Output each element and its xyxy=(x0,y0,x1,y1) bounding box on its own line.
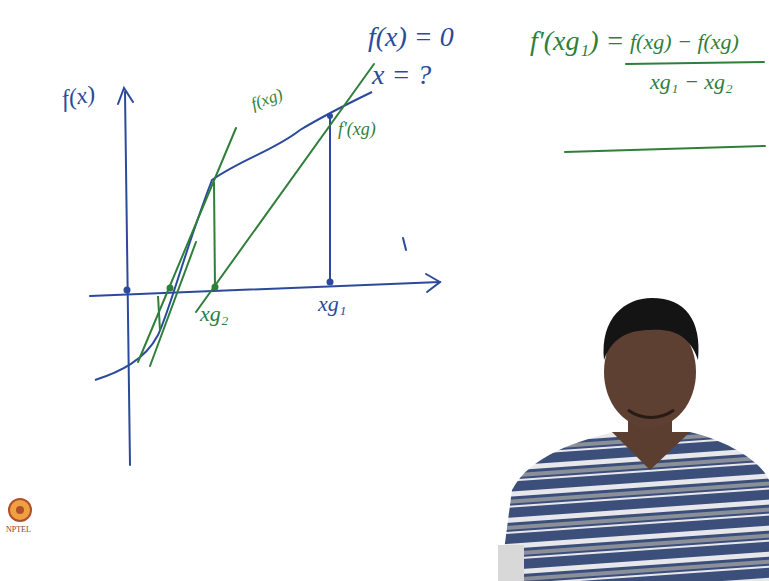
underline xyxy=(565,146,765,152)
hair xyxy=(604,298,699,360)
secant-lines xyxy=(138,62,765,366)
point xyxy=(167,285,174,292)
sketch-label: f(x) = 0 xyxy=(368,22,454,53)
tangent-line xyxy=(196,64,374,312)
sketch-label: xg₁ xyxy=(318,292,346,316)
point xyxy=(124,287,131,294)
tick xyxy=(403,238,406,250)
secant-line xyxy=(138,128,236,362)
sketch-label: xg₂ xyxy=(200,302,228,326)
shirt xyxy=(500,432,769,581)
point xyxy=(327,113,333,119)
sketch-label: x = ? xyxy=(372,60,431,91)
x-axis-arrow xyxy=(426,274,440,292)
sketch-label: NPTEL xyxy=(6,526,31,535)
axes xyxy=(90,88,440,465)
nptel-logo xyxy=(9,499,31,521)
sketch-label: f'(xg₁) = xyxy=(530,26,624,57)
secant-line xyxy=(150,242,196,366)
sketch-label: f(xg) − f(xg) xyxy=(630,30,739,54)
vertical-line xyxy=(329,116,331,281)
y-axis-arrow xyxy=(118,88,133,104)
presenter xyxy=(498,298,769,581)
mic xyxy=(498,545,524,581)
point xyxy=(327,279,334,286)
vertical-line xyxy=(214,182,215,288)
function-curve xyxy=(95,92,372,380)
sketch-label: f'(xg) xyxy=(338,120,376,140)
sketch-label: f(xg) xyxy=(249,86,286,115)
mouth xyxy=(628,410,674,418)
x-axis xyxy=(90,282,440,296)
sketch-label: f(x) xyxy=(60,80,97,112)
point xyxy=(212,284,219,291)
y-axis xyxy=(125,92,130,465)
fraction-bar xyxy=(626,62,764,64)
sketch-label: xg₁ − xg₂ xyxy=(650,70,733,94)
points xyxy=(124,113,334,294)
